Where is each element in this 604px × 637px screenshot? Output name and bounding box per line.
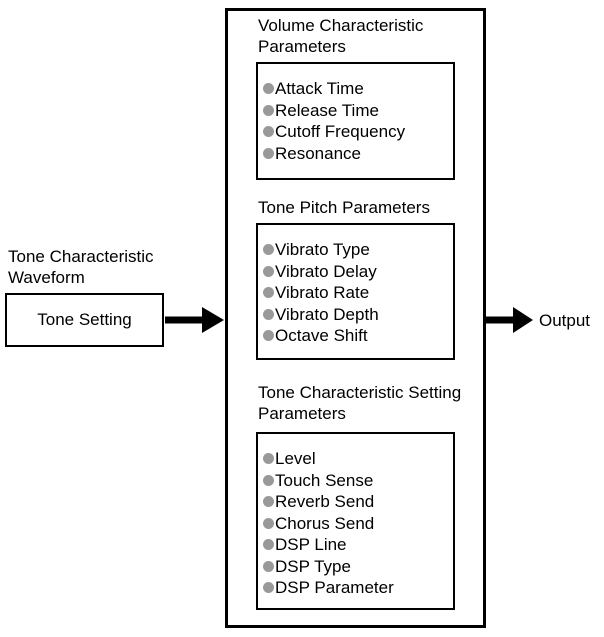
parameter-item-label: Chorus Send	[275, 513, 375, 533]
parameter-item: Chorus Send	[263, 513, 450, 535]
parameter-item-label: Touch Sense	[275, 470, 374, 490]
parameter-list: Attack Time Release Time Cutoff Frequenc…	[258, 64, 453, 164]
parameter-item-label: DSP Line	[275, 535, 347, 554]
parameter-list-box-setting: Level Touch Sense Reverb Send Ch	[256, 432, 455, 610]
bullet-icon	[263, 147, 274, 159]
parameter-item: Resonance	[263, 143, 450, 165]
section-title-volume-characteristic: Volume Characteristic Parameters	[258, 16, 424, 56]
parameter-item: Vibrato Delay	[263, 261, 450, 283]
bullet-icon	[263, 244, 274, 256]
bullet-icon	[263, 104, 274, 116]
bullet-icon	[263, 83, 274, 95]
tone-setting-box: Tone Setting	[5, 293, 164, 347]
parameter-list-box-volume: Attack Time Release Time Cutoff Frequenc…	[256, 62, 455, 180]
parameter-item-label: Attack Time	[275, 79, 364, 98]
parameter-item: Touch Sense	[263, 470, 450, 492]
bullet-icon	[263, 126, 274, 138]
parameter-item-label: DSP Parameter	[275, 578, 394, 597]
parameter-item-label: Octave Shift	[275, 326, 368, 345]
parameter-item: Vibrato Rate	[263, 282, 450, 304]
parameter-group-container: Volume Characteristic Parameters Attack …	[225, 8, 486, 628]
parameter-item: Attack Time	[263, 78, 450, 100]
parameter-item-label: Vibrato Delay	[275, 261, 377, 281]
arrow-right-icon	[165, 306, 224, 334]
parameter-item-label: Vibrato Depth	[275, 304, 379, 324]
parameter-item: Release Time	[263, 100, 450, 122]
parameter-item: Vibrato Depth	[263, 304, 450, 326]
parameter-item-label: DSP Type	[275, 556, 351, 576]
bullet-icon	[263, 265, 274, 277]
parameter-list: Level Touch Sense Reverb Send Ch	[258, 434, 453, 599]
arrow-right-icon	[486, 306, 533, 334]
parameter-item: Cutoff Frequency	[263, 121, 450, 143]
bullet-icon	[263, 330, 274, 342]
bullet-icon	[263, 287, 274, 299]
bullet-icon	[263, 560, 274, 572]
parameter-item-label: Cutoff Frequency	[275, 122, 406, 141]
bullet-icon	[263, 496, 274, 508]
parameter-list: Vibrato Type Vibrato Delay Vibrato Rate	[258, 225, 453, 347]
parameter-item: Level	[263, 448, 450, 470]
parameter-item-label: Resonance	[275, 143, 362, 163]
bullet-icon	[263, 582, 274, 594]
parameter-item-label: Reverb Send	[275, 492, 375, 511]
parameter-item: DSP Line	[263, 534, 450, 556]
bullet-icon	[263, 308, 274, 320]
parameter-item-label: Level	[275, 449, 316, 468]
parameter-item-label: Vibrato Type	[275, 240, 370, 259]
parameter-list-box-pitch: Vibrato Type Vibrato Delay Vibrato Rate	[256, 223, 455, 360]
parameter-item: DSP Type	[263, 556, 450, 578]
source-waveform-label: Tone Characteristic Waveform	[8, 247, 154, 287]
parameter-item: Vibrato Type	[263, 239, 450, 261]
bullet-icon	[263, 453, 274, 465]
output-label: Output	[539, 311, 591, 330]
bullet-icon	[263, 517, 274, 529]
parameter-item: DSP Parameter	[263, 577, 450, 599]
bullet-icon	[263, 539, 274, 551]
parameter-item: Reverb Send	[263, 491, 450, 513]
tone-setting-label: Tone Setting	[37, 310, 132, 329]
bullet-icon	[263, 474, 274, 486]
section-title-tone-pitch: Tone Pitch Parameters	[258, 198, 430, 217]
parameter-item-label: Release Time	[275, 100, 379, 120]
parameter-item: Octave Shift	[263, 325, 450, 347]
section-title-tone-characteristic-setting: Tone Characteristic Setting Parameters	[258, 383, 462, 423]
parameter-item-label: Vibrato Rate	[275, 283, 370, 302]
